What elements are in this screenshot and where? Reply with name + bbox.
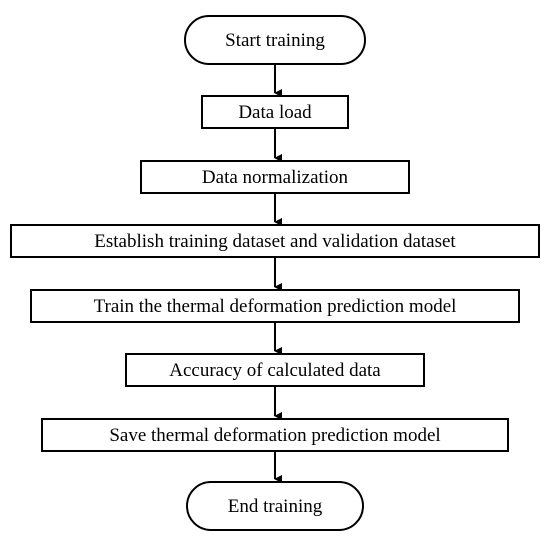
end-training-node: End training [186, 481, 364, 531]
accuracy-step: Accuracy of calculated data [125, 353, 425, 387]
train-model-step: Train the thermal deformation prediction… [30, 289, 520, 323]
data-load-label: Data load [238, 101, 312, 123]
data-normalization-step: Data normalization [140, 160, 410, 194]
data-load-step: Data load [201, 95, 349, 129]
accuracy-label: Accuracy of calculated data [169, 359, 381, 381]
data-normalization-label: Data normalization [201, 166, 349, 188]
end-training-label: End training [227, 495, 323, 517]
save-model-label: Save thermal deformation prediction mode… [109, 424, 441, 446]
start-training-node: Start training [184, 15, 366, 65]
train-model-label: Train the thermal deformation prediction… [93, 295, 457, 317]
establish-dataset-label: Establish training dataset and validatio… [94, 230, 456, 252]
establish-dataset-step: Establish training dataset and validatio… [10, 224, 540, 258]
start-training-label: Start training [225, 29, 325, 51]
save-model-step: Save thermal deformation prediction mode… [41, 418, 509, 452]
